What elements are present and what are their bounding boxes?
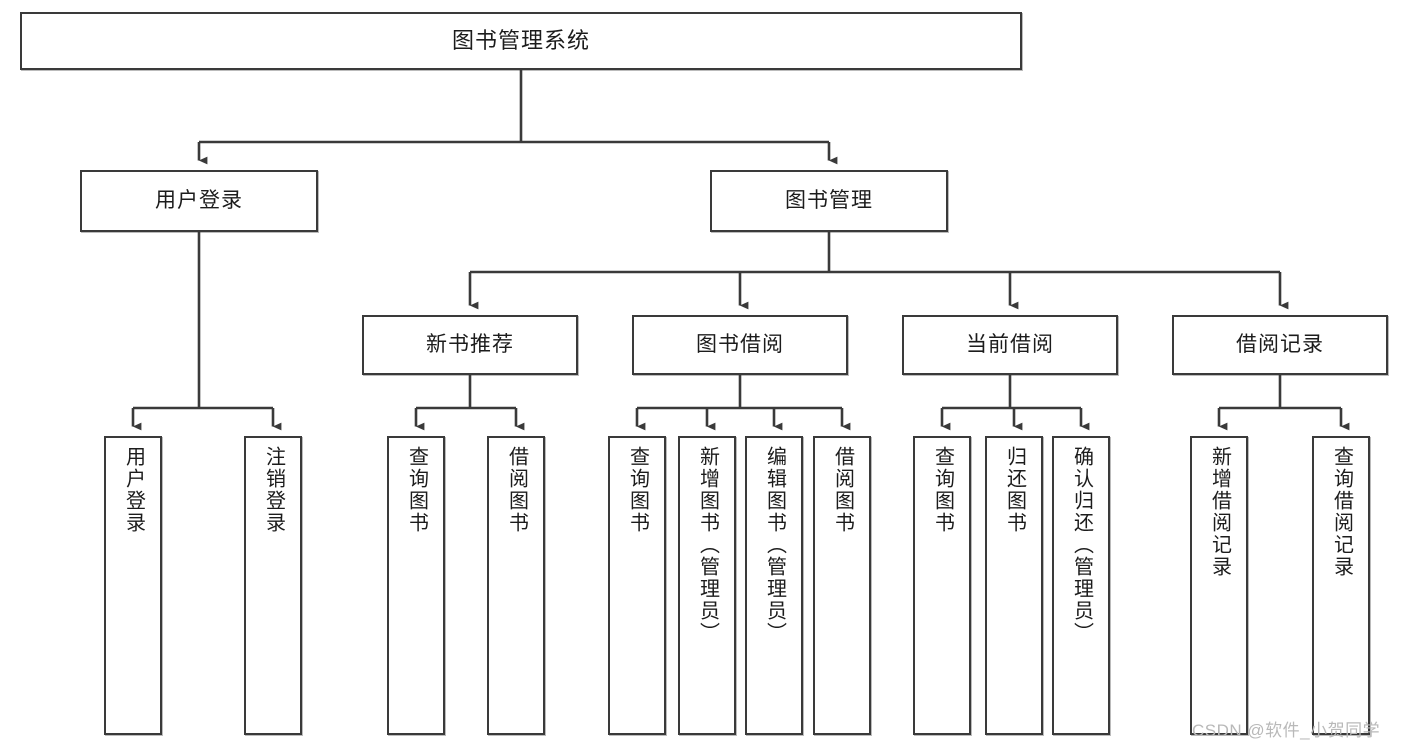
node-borrow-record[interactable]: 借阅记录: [1172, 315, 1388, 375]
node-leaf-logout[interactable]: 注销登录: [244, 436, 302, 735]
node-user-login[interactable]: 用户登录: [80, 170, 318, 232]
node-book-manage[interactable]: 图书管理: [710, 170, 948, 232]
node-label-current-borrow: 当前借阅: [966, 332, 1054, 356]
node-label-leaf-confirm-return: 确认归还（管理员）: [1070, 446, 1093, 644]
node-label-leaf-query-book: 查询图书: [626, 446, 649, 534]
node-leaf-query-record[interactable]: 查询借阅记录: [1312, 436, 1370, 735]
node-label-root: 图书管理系统: [451, 28, 590, 54]
node-label-leaf-query-book-cur: 查询图书: [931, 446, 954, 534]
node-leaf-edit-book[interactable]: 编辑图书（管理员）: [745, 436, 803, 735]
node-leaf-borrow-book-rec[interactable]: 借阅图书: [487, 436, 545, 735]
watermark: CSDN @软件_小贺同学: [1192, 721, 1381, 740]
node-label-leaf-query-record: 查询借阅记录: [1330, 446, 1353, 578]
node-leaf-query-book[interactable]: 查询图书: [608, 436, 666, 735]
node-current-borrow[interactable]: 当前借阅: [902, 315, 1118, 375]
node-book-borrow[interactable]: 图书借阅: [632, 315, 848, 375]
node-label-leaf-borrow-book-rec: 借阅图书: [505, 446, 528, 534]
node-leaf-add-book[interactable]: 新增图书（管理员）: [678, 436, 736, 735]
node-leaf-query-book-rec[interactable]: 查询图书: [387, 436, 445, 735]
node-label-leaf-user-login: 用户登录: [122, 446, 145, 534]
node-label-new-book-rec: 新书推荐: [426, 332, 514, 356]
node-label-leaf-logout: 注销登录: [262, 446, 285, 534]
node-leaf-confirm-return[interactable]: 确认归还（管理员）: [1052, 436, 1110, 735]
node-label-book-manage: 图书管理: [785, 188, 873, 212]
node-label-leaf-add-record: 新增借阅记录: [1208, 446, 1231, 578]
node-label-leaf-borrow-book: 借阅图书: [831, 446, 854, 534]
node-leaf-add-record[interactable]: 新增借阅记录: [1190, 436, 1248, 735]
node-new-book-rec[interactable]: 新书推荐: [362, 315, 578, 375]
node-leaf-user-login[interactable]: 用户登录: [104, 436, 162, 735]
node-label-leaf-query-book-rec: 查询图书: [405, 446, 428, 534]
node-label-borrow-record: 借阅记录: [1236, 332, 1324, 356]
node-leaf-return-book[interactable]: 归还图书: [985, 436, 1043, 735]
node-label-leaf-return-book: 归还图书: [1003, 446, 1026, 534]
node-label-user-login: 用户登录: [155, 188, 243, 212]
node-leaf-borrow-book[interactable]: 借阅图书: [813, 436, 871, 735]
node-label-leaf-add-book: 新增图书（管理员）: [696, 446, 719, 644]
node-leaf-query-book-cur[interactable]: 查询图书: [913, 436, 971, 735]
node-label-book-borrow: 图书借阅: [696, 332, 784, 356]
node-root[interactable]: 图书管理系统: [20, 12, 1022, 70]
node-label-leaf-edit-book: 编辑图书（管理员）: [763, 446, 786, 644]
